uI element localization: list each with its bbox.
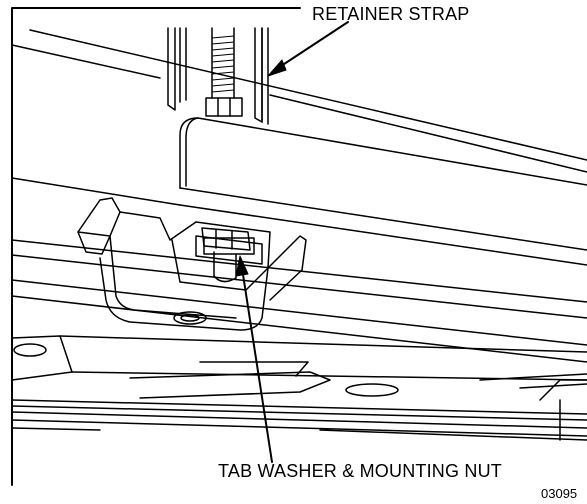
retainer-strap-label: RETAINER STRAP [312,4,470,24]
leader-retainer-strap [267,21,349,77]
leader-tab-washer [235,255,273,463]
retainer-strap [167,27,269,125]
clamp-saddle [77,197,307,331]
figure-number: 03095 [541,486,578,501]
upper-rail [11,29,587,173]
bracket-body [11,117,587,363]
lower-deck [11,335,587,441]
tab-washer-label: TAB WASHER & MOUNTING NUT [218,461,502,481]
tab-washer-nut [195,227,263,283]
